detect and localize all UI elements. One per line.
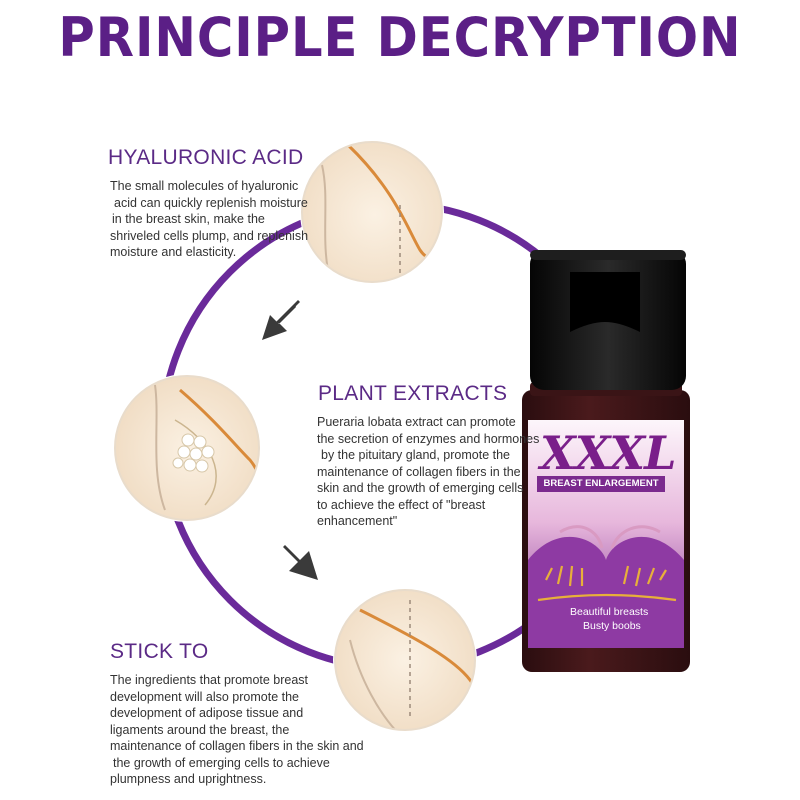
stick-to-image	[333, 588, 477, 732]
text-line: the secretion of enzymes and hormones	[317, 431, 540, 446]
text-line: Pueraria lobata extract can promote	[317, 415, 516, 429]
text-line: shriveled cells plump, and replenish	[110, 228, 309, 243]
text-line: maintenance of collagen fibers in the	[317, 464, 521, 479]
text-line: moisture and elasticity.	[110, 245, 237, 259]
text-line: enhancement"	[317, 514, 398, 528]
text-line: the growth of emerging cells to achieve	[113, 755, 330, 770]
text-line: maintenance of collagen fibers in the sk…	[110, 739, 364, 753]
text-line: in the breast skin, make the	[112, 212, 265, 226]
plant-extracts-text: Pueraria lobata extract can promote the …	[317, 414, 539, 530]
product-tagline-1: Beautiful breasts	[570, 606, 649, 618]
text-line: to achieve the effect of "breast	[317, 497, 486, 512]
text-line: development of adipose tissue and	[110, 706, 304, 720]
arrow-down-left-icon	[262, 300, 300, 340]
text-line: development will also promote the	[110, 689, 299, 704]
product-tagline-2: Busty boobs	[583, 620, 641, 632]
text-line: The ingredients that promote breast	[110, 673, 309, 687]
hyaluronic-acid-heading: HYALURONIC ACID	[108, 146, 304, 169]
text-line: ligaments around the breast, the	[110, 722, 290, 737]
text-line: plumpness and uprightness.	[110, 772, 267, 786]
product-subtitle: BREAST ENLARGEMENT	[543, 478, 659, 489]
plant-extracts-heading: PLANT EXTRACTS	[318, 382, 508, 405]
text-line: acid can quickly replenish moisture	[114, 195, 308, 210]
stick-to-text: The ingredients that promote breast deve…	[110, 672, 364, 788]
page-title: PRINCIPLE DECRYPTION	[58, 6, 742, 69]
text-line: The small molecules of hyaluronic	[110, 179, 299, 193]
arrow-down-right-icon	[283, 545, 318, 580]
product-bottle	[522, 250, 690, 672]
text-line: skin and the growth of emerging cells	[317, 481, 524, 495]
hyaluronic-acid-text: The small molecules of hyaluronic acid c…	[110, 178, 308, 261]
stick-to-heading: STICK TO	[110, 640, 209, 663]
text-line: by the pituitary gland, promote the	[321, 448, 511, 462]
product-brand: XXXL	[540, 426, 676, 480]
plant-extracts-image	[113, 374, 261, 522]
hyaluronic-acid-image	[300, 140, 444, 284]
